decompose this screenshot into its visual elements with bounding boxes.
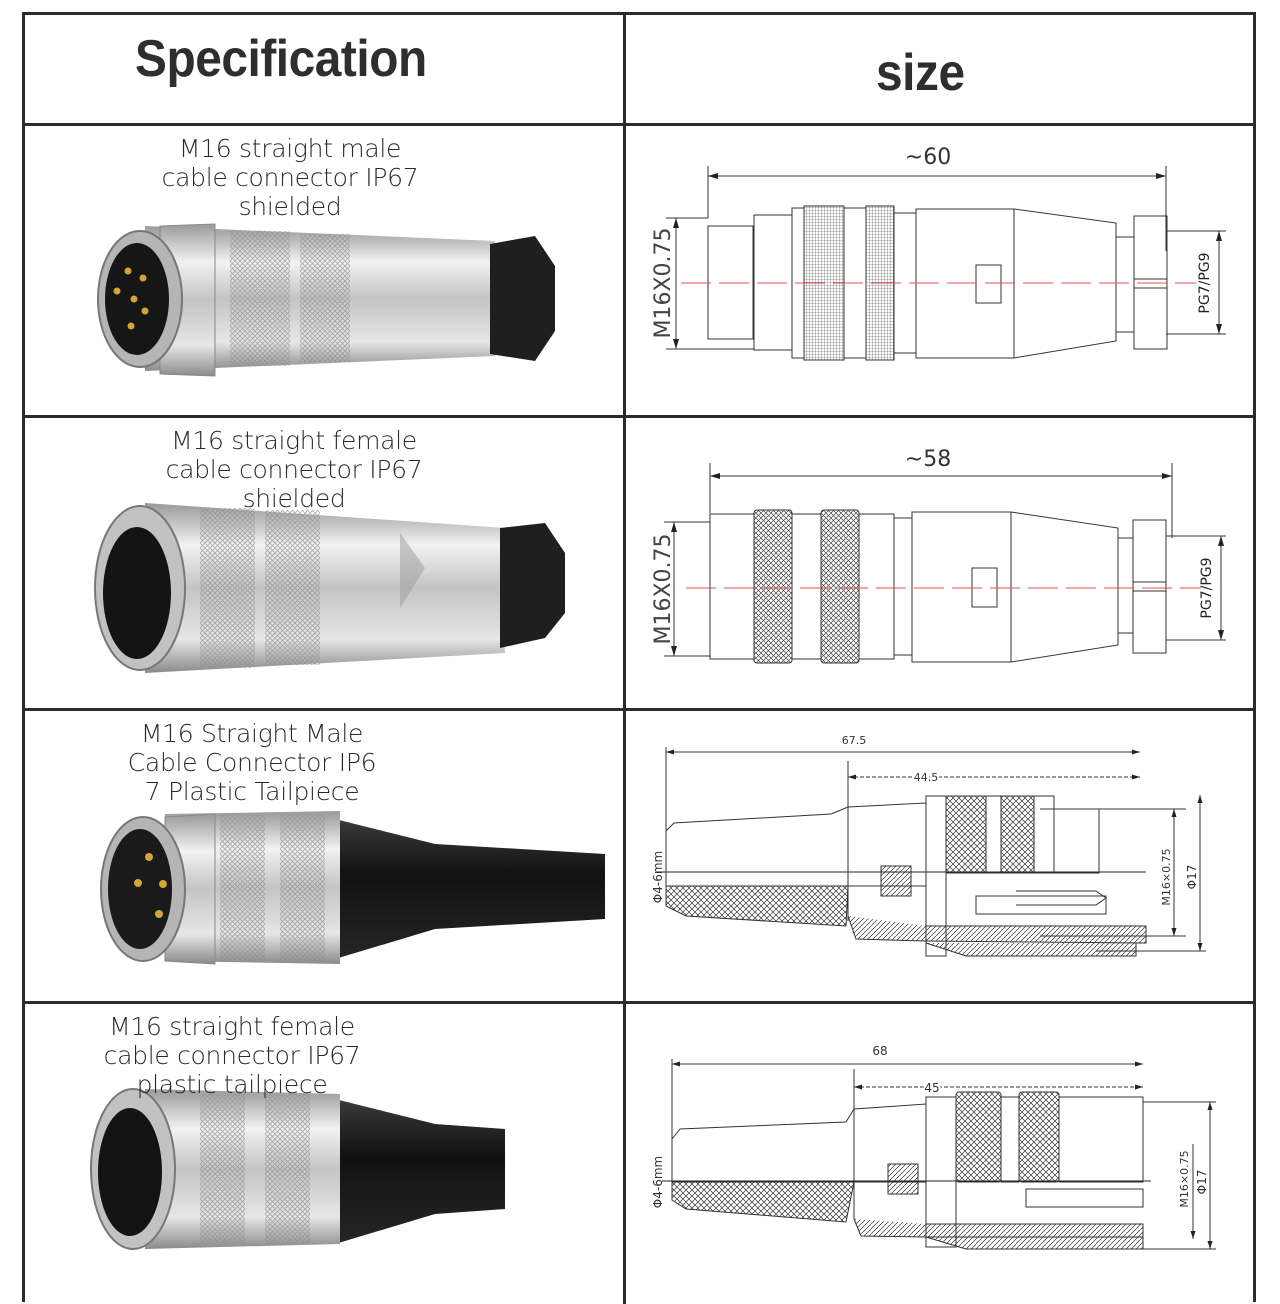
product-caption: M16 straight female cable connector IP67…: [129, 426, 459, 513]
product-cell: M16 straight female cable connector IP67…: [25, 1004, 626, 1304]
header-row: Specification size: [25, 15, 1253, 126]
dimension-cell: 68 45 Φ4-6mm M16×0.75 Φ17: [626, 1004, 1253, 1304]
knurl-band: [280, 814, 325, 962]
cable-gland-nut: [490, 236, 555, 361]
knurl-band: [300, 234, 350, 362]
product-row-2: M16 straight female cable connector IP67…: [25, 418, 1253, 711]
product-row-1: M16 straight male cable connector IP67 s…: [25, 126, 1253, 418]
product-row-4: M16 straight female cable connector IP67…: [25, 1004, 1253, 1304]
caption-line: M16 straight female: [171, 426, 417, 455]
cable-diameter-label: Φ4-6mm: [651, 851, 665, 903]
body-length-label: 45: [924, 1081, 939, 1095]
knurl-band: [200, 1094, 245, 1244]
dimension-cell: ~60 M16X0.75 PG7/PG9: [626, 126, 1253, 415]
caption-line: M16 straight male: [178, 134, 402, 163]
knurl-band: [200, 508, 255, 668]
caption-line: plastic tailpiece: [136, 1070, 328, 1099]
caption-line: Cable Connector IP6: [127, 748, 377, 777]
dimension-drawing-male-plastic: 67.5 44.5 Φ4-6mm M16×0.75 Φ17: [651, 734, 1206, 957]
knurl-band: [265, 510, 320, 665]
header-cell-size: size: [626, 15, 1253, 123]
total-length-label: 67.5: [842, 734, 867, 747]
contact-pins: [113, 267, 149, 330]
dimension-drawing-male-shielded: ~60 M16X0.75 PG7/PG9: [651, 145, 1226, 361]
length-label: ~60: [905, 145, 951, 170]
plastic-tailpiece: [335, 819, 605, 959]
gland-label: PG7/PG9: [1197, 252, 1213, 313]
socket-insert: [98, 1108, 162, 1236]
product-row-3: M16 Straight Male Cable Connector IP6 7 …: [25, 711, 1253, 1004]
thread-label: M16X0.75: [651, 533, 676, 644]
caption-line: M16 straight female: [109, 1012, 355, 1041]
product-cell: M16 Straight Male Cable Connector IP6 7 …: [25, 711, 626, 1001]
caption-line: cable connector IP67: [103, 1041, 361, 1070]
caption-line: cable connector IP67: [165, 455, 423, 484]
outer-diameter-label: Φ17: [1185, 865, 1199, 890]
thread-label: M16×0.75: [1160, 848, 1173, 905]
caption-line: shielded: [238, 192, 342, 221]
cable-gland-nut: [500, 523, 565, 648]
socket-insert: [103, 527, 171, 659]
thread-label: M16X0.75: [651, 227, 676, 338]
product-caption: M16 straight male cable connector IP67 s…: [125, 134, 455, 221]
total-length-label: 68: [872, 1044, 887, 1058]
thread-label: M16×0.75: [1178, 1150, 1191, 1207]
plastic-tailpiece: [335, 1099, 505, 1244]
male-shielded-connector-photo: [97, 223, 555, 377]
product-caption: M16 straight female cable connector IP67…: [67, 1012, 397, 1099]
knurl-band: [220, 814, 265, 962]
knurl-band: [265, 1094, 310, 1244]
specification-heading: Specification: [135, 30, 427, 88]
female-plastic-connector-photo: [90, 1088, 505, 1250]
insulator: [108, 829, 172, 949]
dimension-cell: ~58 M16X0.75 PG7/PG9: [626, 418, 1253, 708]
female-shielded-connector-photo: [94, 503, 565, 673]
male-plastic-connector-photo: [100, 811, 605, 965]
dimension-drawing-female-plastic: 68 45 Φ4-6mm M16×0.75 Φ17: [651, 1044, 1216, 1250]
contact-pins: [134, 853, 167, 918]
cable-diameter-label: Φ4-6mm: [651, 1156, 665, 1208]
header-cell-specification: Specification: [25, 15, 626, 123]
body-length-label: 44.5: [914, 771, 939, 784]
product-cell: M16 straight female cable connector IP67…: [25, 418, 626, 708]
gland-label: PG7/PG9: [1199, 557, 1215, 618]
product-cell: M16 straight male cable connector IP67 s…: [25, 126, 626, 415]
length-label: ~58: [905, 447, 951, 472]
outer-diameter-label: Φ17: [1195, 1170, 1209, 1195]
size-heading: size: [876, 44, 965, 102]
caption-line: shielded: [242, 484, 346, 513]
dimension-drawing-female-shielded: ~58 M16X0.75 PG7/PG9: [651, 447, 1226, 664]
product-caption: M16 Straight Male Cable Connector IP6 7 …: [87, 719, 417, 806]
metal-body: [145, 503, 505, 673]
caption-line: 7 Plastic Tailpiece: [144, 777, 360, 806]
caption-line: M16 Straight Male: [140, 719, 364, 748]
spec-table: Specification size M16 straight male cab…: [22, 12, 1256, 1304]
dimension-cell: 67.5 44.5 Φ4-6mm M16×0.75 Φ17: [626, 711, 1253, 1001]
knurl-band: [230, 231, 290, 366]
caption-line: cable connector IP67: [161, 163, 419, 192]
